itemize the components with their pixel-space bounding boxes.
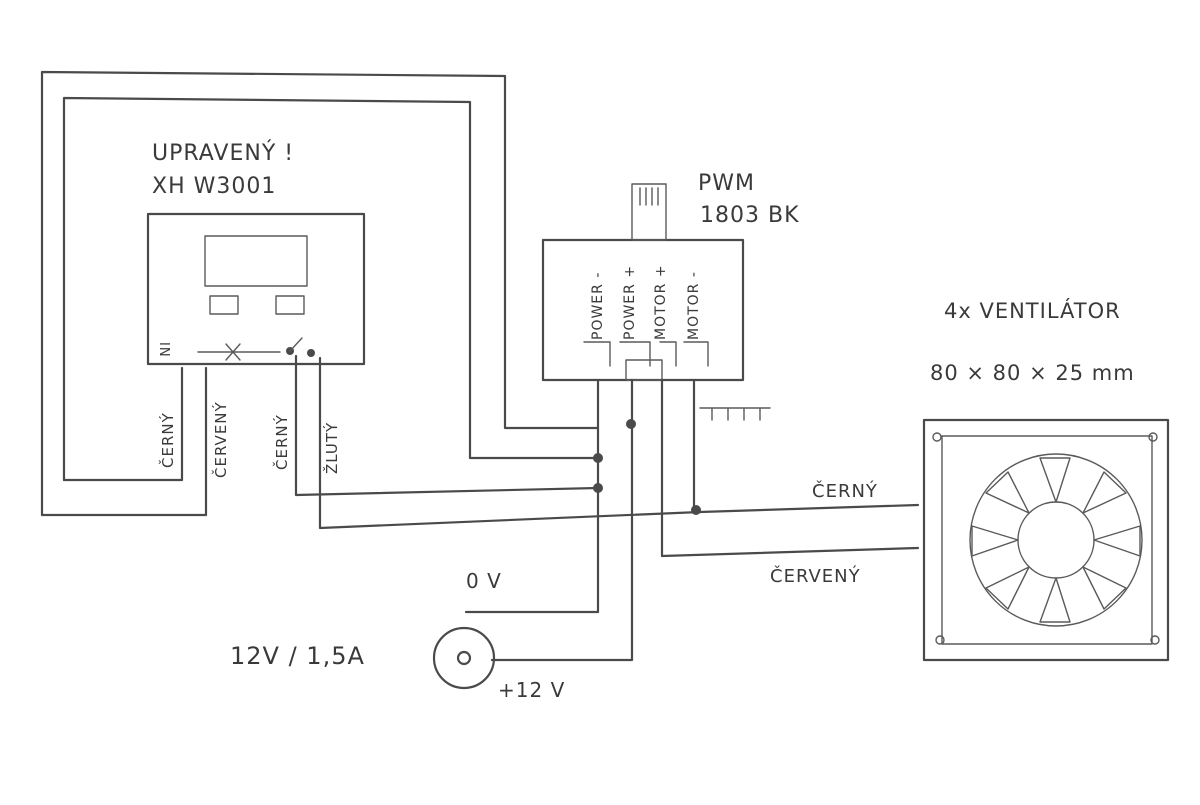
- controller-display: [204, 235, 308, 287]
- outer-frame: [40, 70, 600, 517]
- controller-in-label: IN: [156, 342, 171, 358]
- pwm-model: 1803 BK: [700, 203, 800, 228]
- pwm-title: PWM: [698, 171, 755, 196]
- pwm-module: [541, 183, 771, 421]
- junction-dot: [626, 419, 636, 429]
- wire-label-cerny-2: ČERNÝ: [272, 414, 291, 470]
- wire-label-cerveny-1: ČERVENÝ: [211, 401, 230, 478]
- pwm-pin-motor-plus: MOTOR +: [653, 264, 669, 340]
- junction-dot: [691, 505, 701, 515]
- power-jack-icon: [432, 626, 496, 690]
- potentiometer-knob: [631, 183, 667, 241]
- junction-dot: [593, 453, 603, 463]
- controller-model: XH W3001: [152, 174, 276, 199]
- controller-note: UPRAVENÝ !: [152, 140, 294, 166]
- wire-cerny-2: [294, 354, 600, 497]
- pwm-pin-power-plus: POWER +: [622, 265, 638, 340]
- controller-xh-w3001: [146, 212, 366, 366]
- wire-label-zluty: ŽLUTÝ: [322, 422, 341, 474]
- wire-power-plus: [490, 378, 634, 662]
- fan-size: 80 × 80 × 25 mm: [930, 361, 1135, 385]
- terminal-dot: [307, 349, 315, 357]
- pwm-pin-power-minus: POWER -: [590, 272, 606, 340]
- pwm-pin-motor-minus: MOTOR -: [686, 271, 702, 340]
- fan-wire-black-label: ČERNÝ: [812, 480, 878, 502]
- fan-title: 4x VENTILÁTOR: [944, 298, 1121, 323]
- fan-icon: [922, 418, 1170, 662]
- supply-plus-label: +12 V: [498, 678, 565, 702]
- fan-wire-red-label: ČERVENÝ: [770, 565, 861, 587]
- supply-rating: 12V / 1,5A: [230, 642, 365, 670]
- junction-dot: [593, 483, 603, 493]
- cut-mark-icon: [225, 343, 241, 361]
- wire-zluty: [318, 356, 920, 530]
- wire-motor-plus: [660, 378, 920, 558]
- heatsink-pins: [699, 407, 771, 421]
- wire-label-cerny-1: ČERNÝ: [158, 412, 177, 468]
- supply-zero-label: 0 V: [466, 569, 502, 593]
- controller-button-left: [209, 295, 239, 315]
- controller-button-right: [275, 295, 305, 315]
